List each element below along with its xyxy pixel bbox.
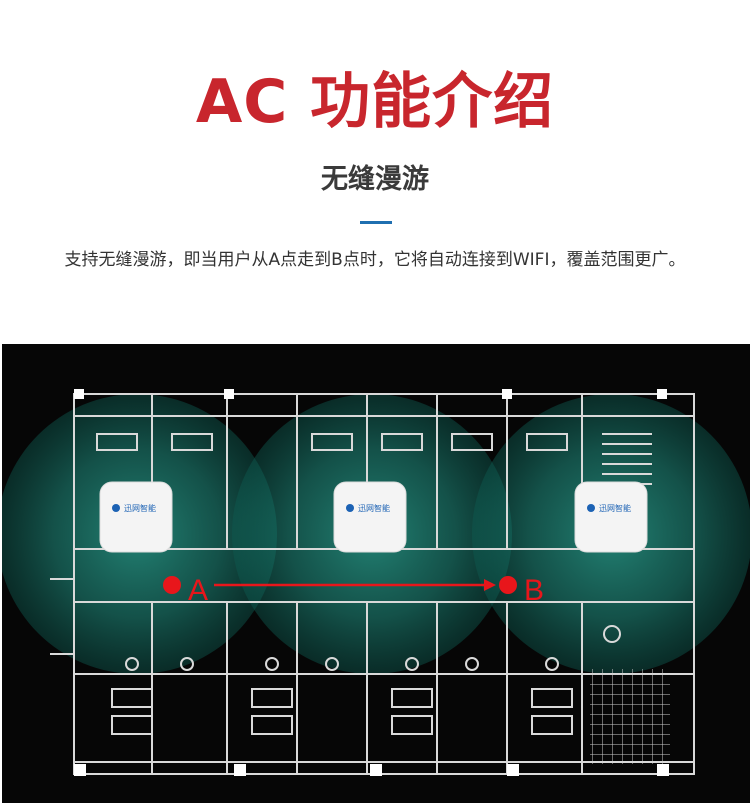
access-point-logo: 迅网智能: [124, 503, 156, 513]
access-point-3: 迅网智能: [574, 481, 648, 553]
section-subtitle: 无缝漫游: [321, 164, 429, 195]
tile-grid: [590, 669, 670, 764]
point-a-label: A: [188, 574, 208, 607]
floor-plan-illustration: 迅网智能 迅网智能 迅网智能 A B: [2, 389, 750, 776]
arrow-head-icon: [484, 579, 496, 591]
point-b-marker: [499, 576, 517, 594]
point-b-label: B: [524, 574, 544, 607]
access-point-logo: 迅网智能: [358, 503, 390, 513]
access-point-logo: 迅网智能: [599, 503, 631, 513]
wall-columns: [74, 389, 669, 776]
feature-description: 支持无缝漫游，即当用户从A点走到B点时，它将自动连接到WIFI，覆盖范围更广。: [64, 250, 686, 270]
page-title: AC 功能介绍: [195, 67, 555, 137]
title-divider: [360, 221, 392, 224]
access-point-1: 迅网智能: [99, 481, 173, 553]
roaming-diagram: 迅网智能 迅网智能 迅网智能 A B: [2, 344, 750, 803]
point-a-marker: [163, 576, 181, 594]
access-point-2: 迅网智能: [333, 481, 407, 553]
